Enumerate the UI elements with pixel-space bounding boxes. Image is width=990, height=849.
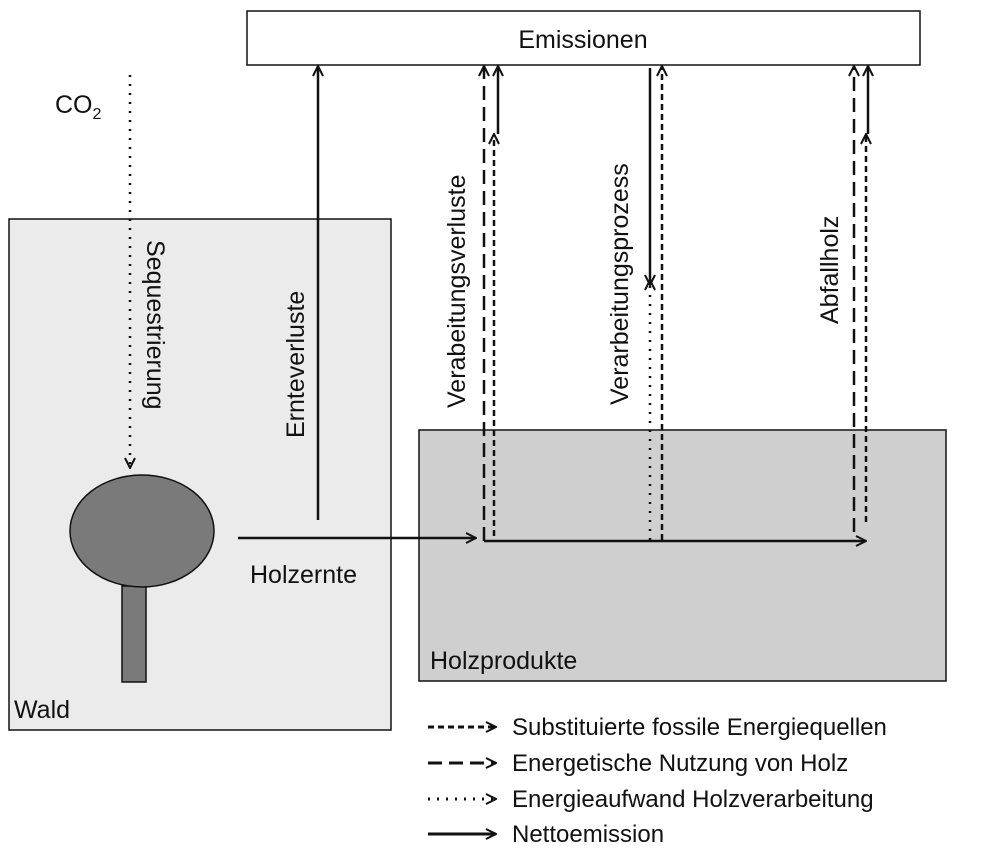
emissions-label: Emissionen (518, 26, 647, 54)
legend-label-energetic-wood-use: Energetische Nutzung von Holz (512, 750, 848, 777)
co2-label: CO2 (55, 91, 102, 123)
verarbeitungsverluste-label: Verabeitungsverluste (443, 175, 471, 408)
verarbeitungsprozess-label: Verarbeitungsprozess (606, 163, 634, 405)
tree-crown (69, 474, 215, 588)
abfallholz-label: Abfallholz (816, 216, 844, 324)
emissions-box (246, 10, 921, 66)
legend-label-processing-energy: Energieaufwand Holzverarbeitung (512, 786, 874, 813)
legend: Substituierte fossile Energiequellen Ene… (428, 714, 887, 848)
ernteverluste-label: Ernteverluste (282, 291, 310, 438)
wald-box (8, 218, 392, 731)
legend-label-net-emission: Nettoemission (512, 821, 664, 848)
holzernte-label: Holzernte (250, 561, 357, 589)
holzprodukte-box (418, 429, 947, 682)
tree-trunk (121, 585, 147, 683)
legend-label-substituted-fossil: Substituierte fossile Energiequellen (512, 714, 887, 741)
holzprodukte-label: Holzprodukte (430, 647, 577, 675)
sequestrierung-label: Sequestrierung (141, 240, 169, 410)
wald-label: Wald (14, 696, 70, 724)
